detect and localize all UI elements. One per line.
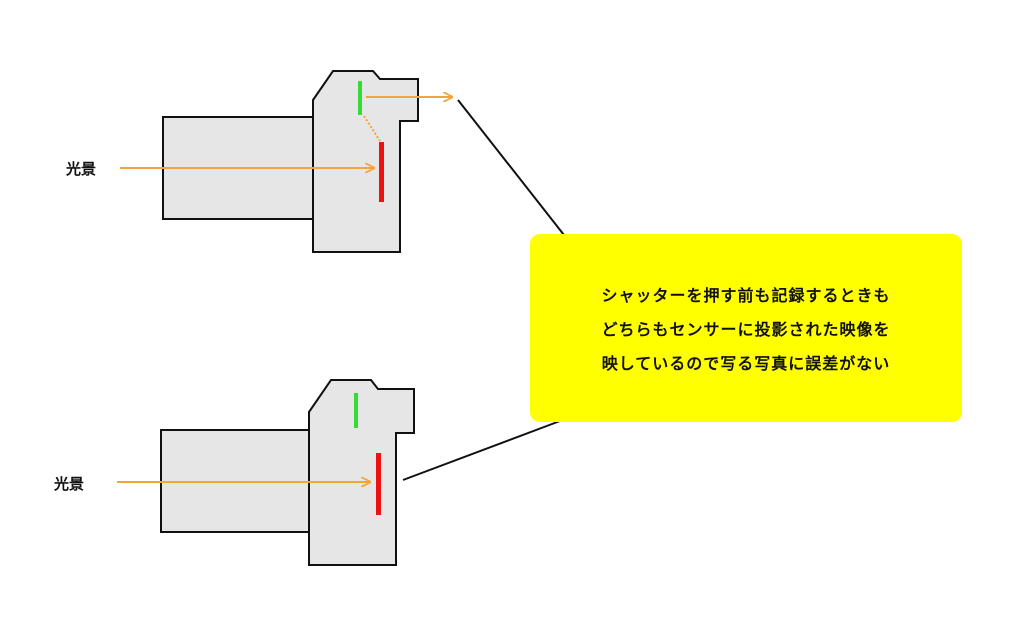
bottom-sensor <box>376 453 381 515</box>
top-camera <box>162 70 419 253</box>
callout-line-1: シャッターを押す前も記録するときも <box>601 286 890 305</box>
callout-line-2: どちらもセンサーに投影された映像を <box>601 320 890 339</box>
bottom-viewfinder-display <box>354 393 358 428</box>
bottom-scene-label: 光景 <box>53 475 84 493</box>
bottom-camera-body <box>308 379 415 566</box>
top-scene-label: 光景 <box>65 160 96 178</box>
top-viewfinder-display <box>358 81 362 115</box>
callout-pointer-top <box>457 99 565 236</box>
top-sensor <box>379 142 384 202</box>
callout-pointer-bottom <box>402 420 561 481</box>
bottom-camera <box>160 379 415 566</box>
callout-box: シャッターを押す前も記録するときも どちらもセンサーに投影された映像を 映してい… <box>530 234 962 422</box>
callout-background <box>530 234 962 422</box>
top-mirror-dotted-line <box>363 115 381 142</box>
top-camera-body <box>312 70 419 253</box>
callout-line-3: 映しているので写る写真に誤差がない <box>602 354 891 373</box>
